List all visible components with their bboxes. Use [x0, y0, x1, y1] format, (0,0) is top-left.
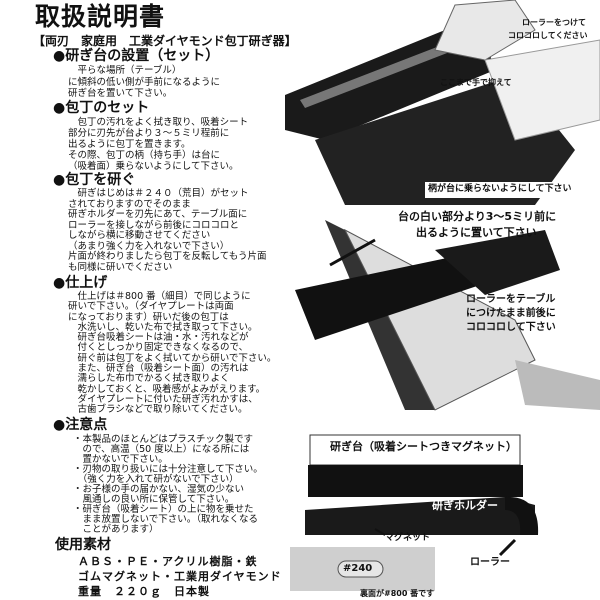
section-body-cautions: ・本製品のほとんどはプラスチック製です ので、高温（50 度以上）になる所には … [73, 435, 263, 535]
section-body-knife-set: 包丁の汚れをよく拭き取り、吸着シート部分に刃先が台より３〜５ミリ程前に出るように… [68, 117, 248, 172]
product-subtitle: 【両刃 家庭用 工業ダイヤモンド包丁研ぎ器】 [33, 34, 297, 48]
text-line: 部分に刃先が台より３〜５ミリ程前に [68, 128, 230, 139]
text-line: になっております）研いだ後の包丁は [68, 311, 229, 323]
text-line: 平らな場所（テーブル） [68, 65, 182, 76]
text-line: 片面が終わりましたら包丁を反転してもう片面 [68, 251, 267, 262]
text-line: ・刃物の取り扱いには十分注意して下さい。 [73, 464, 263, 475]
label-offset-1: 台の白い部分より3〜5ミリ前に [398, 210, 557, 223]
text-line: （吸着面）乗らないようにして下さい。 [68, 161, 239, 172]
text-line: 水洗いし、乾いた布で拭き取って下さい。 [68, 321, 258, 333]
label-offset-2: 出るように置いて下さい [416, 226, 537, 239]
materials-list: ＡＢＳ・ＰＥ・アクリル樹脂・鉄ゴムマグネット・工業用ダイヤモンド重量 ２２０ｇ … [78, 554, 282, 599]
section-heading-finish: ●仕上げ [53, 275, 108, 291]
photo-parts [290, 434, 539, 591]
text-line: ・研ぎ台（吸着シート）の上に物を乗せた [73, 504, 254, 515]
text-line: 乾かしておくと、吸着感がよみがえります。 [68, 383, 266, 395]
text-line: まま放置しないで下さい。（取れなくなる [73, 514, 258, 525]
label-grit-back: 裏面が#800 番です [360, 589, 435, 598]
text-line: 研ぐ前は包丁をよく拭いてから研いで下さい。 [68, 352, 277, 364]
text-line: も同様に研いでください [68, 261, 173, 273]
section-heading-cautions: ●注意点 [53, 417, 108, 433]
section-body-sharpen: 研ぎはじめは＃２４０（荒目）がセットされておりますのでそのまま研ぎホルダーを刃先… [68, 188, 267, 273]
label-holder: 研ぎホルダー [432, 499, 498, 512]
label-roller: ローラー [470, 557, 510, 568]
text-line: 研ぎ台を置いて下さい。 [68, 88, 173, 99]
text-line: しながら横に移動させてください [68, 230, 211, 241]
label-grit-front: #240 [343, 563, 373, 574]
label-base: 研ぎ台（吸着シートつきマグネット） [330, 440, 517, 453]
text-line: その際、包丁の柄（持ち手）は台に [68, 150, 221, 161]
text-line: 研ぎはじめは＃２４０（荒目）がセット [68, 188, 249, 199]
text-line: に傾斜の低い側が手前になるように [68, 76, 221, 88]
text-line: また、研ぎ台（吸着シート面）の汚れは [68, 363, 249, 375]
text-line: 風通しの良い所に保管して下さい。 [73, 494, 235, 505]
photo-knife-placement [285, 0, 600, 205]
text-line: 付くとしっかり固定できなくなるので、 [68, 342, 249, 354]
text-line: ＡＢＳ・ＰＥ・アクリル樹脂・鉄 [78, 555, 258, 568]
text-line: 研いで下さい。（ダイヤプレートは両面 [68, 301, 234, 313]
section-heading-knife-set: ●包丁のセット [53, 100, 150, 116]
text-line: 置かないで下さい。 [73, 454, 168, 465]
text-line: 仕上げは＃800 番（細目）で同じように [68, 291, 251, 302]
text-line: （あまり強く力を入れないで下さい） [68, 240, 230, 252]
text-line: 包丁の汚れをよく拭き取り、吸着シート [68, 117, 249, 128]
text-line: ので、高温（50 度以上）になる所には [73, 444, 250, 455]
label-handle: 柄が台に乗らないようにして下さい [428, 184, 572, 194]
text-line: ゴムマグネット・工業用ダイヤモンド [78, 570, 282, 583]
section-heading-sharpen: ●包丁を研ぐ [53, 172, 136, 188]
label-magnet: マグネット [385, 533, 431, 543]
text-line: ことがあります） [73, 524, 159, 535]
photo-sharpening [295, 220, 600, 411]
materials-heading: 使用素材 [55, 537, 111, 553]
text-line: ・お子様の手の届かない、湿気の少ない [73, 484, 245, 495]
label-roller-table-1: ローラーをテーブル [466, 294, 556, 305]
text-line: 重量 ２２０ｇ 日本製 [78, 585, 210, 598]
section-heading-setup: ●研ぎ台の設置（セット） [53, 48, 220, 64]
page-title: 取扱説明書 [35, 2, 166, 31]
label-hold-here: ここまで手で抑えて [440, 78, 512, 87]
text-line: 古歯ブラシなどで取り除いてください。 [68, 404, 248, 416]
text-line: 研ぎホルダーを刃先にあて、テーブル面に [68, 209, 248, 220]
label-roller-table-2: につけたまま前後に [466, 308, 556, 319]
label-roller-on: ローラーをつけて [522, 18, 586, 27]
section-body-finish: 仕上げは＃800 番（細目）で同じように研いで下さい。（ダイヤプレートは両面にな… [68, 291, 277, 416]
text-line: 出るように包丁を置きます。 [68, 139, 191, 150]
text-line: 濡らした布巾でかるく拭き取りよく [68, 373, 230, 385]
text-line: 研ぎ台吸着シートは油・水・汚れなどが [68, 332, 249, 344]
label-roller-table-3: コロコロして下さい [466, 322, 556, 333]
label-roller-roll: コロコロしてください [508, 31, 588, 40]
text-line: されておりますのでそのまま [68, 198, 191, 210]
text-line: ダイヤプレートに付いた研ぎ汚れかすは、 [68, 393, 258, 405]
text-line: ローラーを接しながら前後にコロコロと [68, 219, 240, 231]
text-line: ・本製品のほとんどはプラスチック製です [73, 434, 254, 445]
text-line: （強く力を入れて研がないで下さい） [73, 474, 239, 485]
section-body-setup: 平らな場所（テーブル）に傾斜の低い側が手前になるように研ぎ台を置いて下さい。 [68, 65, 220, 100]
